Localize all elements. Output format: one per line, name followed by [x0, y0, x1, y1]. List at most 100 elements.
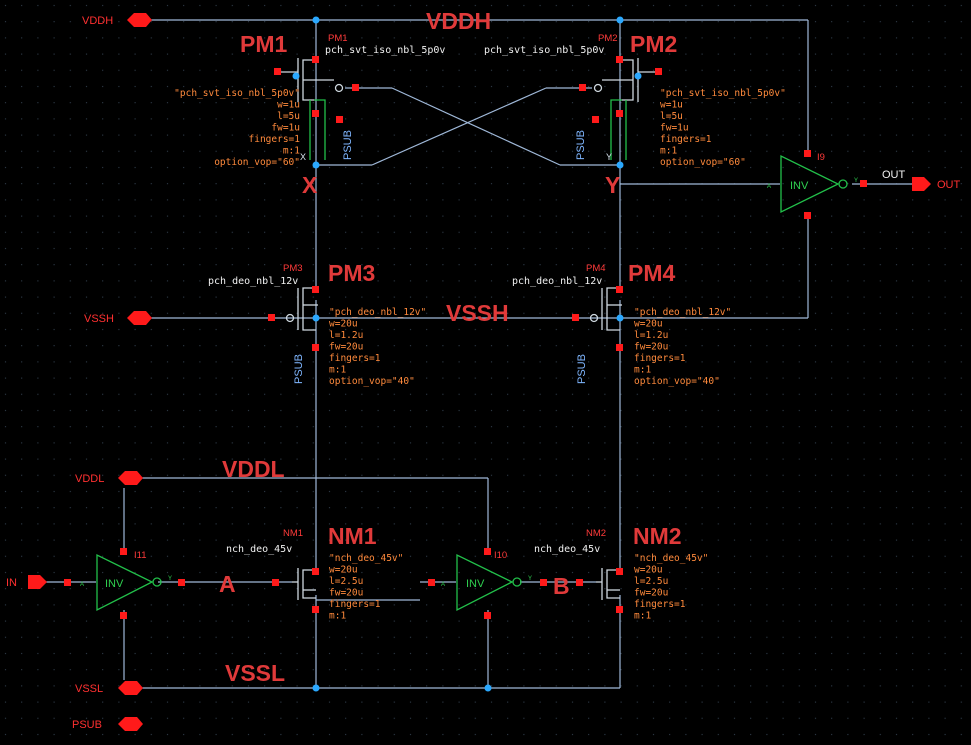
- pm2-inst: PM2: [598, 33, 618, 44]
- pm4-param: fingers=1: [634, 353, 686, 364]
- nm1-param: "nch_deo_45v": [329, 553, 403, 564]
- pm3-inst: PM3: [283, 263, 303, 274]
- i9-inst: I9: [817, 152, 825, 163]
- net-vssl-label: VSSL: [225, 660, 285, 686]
- nm1-param: fingers=1: [329, 599, 381, 610]
- net-b-label: B: [553, 573, 570, 599]
- i9-pin-y: Y: [854, 178, 858, 184]
- pm2-param: "pch_svt_iso_nbl_5p0v": [660, 88, 786, 99]
- net-y-label: Y: [605, 172, 620, 198]
- pm2-node-label: Y: [606, 152, 612, 162]
- i11-pin-y: Y: [168, 576, 172, 582]
- pm4-param: "pch_deo_nbl_12v": [634, 307, 731, 318]
- pm1-big-label: PM1: [240, 31, 288, 57]
- pm4-bulk-label: PSUB: [576, 354, 588, 384]
- pm4-param: m:1: [634, 365, 651, 376]
- nm2-big-label: NM2: [633, 523, 682, 549]
- nm2-param: fw=20u: [634, 588, 668, 599]
- pm4-symbol[interactable]: [589, 287, 623, 331]
- nm1-inst: NM1: [283, 528, 303, 539]
- inverter-i11[interactable]: INV A Y: [80, 553, 172, 612]
- pm2-param: w=1u: [660, 100, 683, 111]
- net-vddh-label: VDDH: [426, 8, 491, 34]
- pm3-bulk-label: PSUB: [293, 354, 305, 384]
- out-wire-label: OUT: [882, 169, 906, 181]
- pm3-type: pch_deo_nbl_12v: [208, 276, 298, 287]
- pm2-param: m:1: [660, 146, 677, 157]
- pm2-params: "pch_svt_iso_nbl_5p0v"w=1ul=5ufw=1ufinge…: [660, 88, 786, 168]
- i10-label: INV: [466, 578, 485, 590]
- nm1-symbol[interactable]: [292, 568, 316, 600]
- pm3-param: option_vop="40": [329, 376, 415, 387]
- pm3-big-label: PM3: [328, 260, 375, 286]
- nm2-params: "nch_deo_45v"w=20ul=2.5ufw=20ufingers=1m…: [634, 553, 708, 622]
- pin-vssl-label: VSSL: [75, 683, 103, 695]
- i9-label: INV: [790, 180, 809, 192]
- nm2-param: fingers=1: [634, 599, 686, 610]
- inverter-i10[interactable]: INV A Y: [441, 553, 532, 612]
- pm1-type: pch_svt_iso_nbl_5p0v: [325, 45, 445, 56]
- nm2-param: w=20u: [634, 565, 663, 576]
- nm2-symbol[interactable]: [596, 568, 620, 600]
- nm2-inst: NM2: [586, 528, 606, 539]
- i11-pin-a: A: [80, 582, 84, 588]
- pm1-param: w=1u: [277, 100, 300, 111]
- pm4-type: pch_deo_nbl_12v: [512, 276, 602, 287]
- pm3-param: "pch_deo_nbl_12v": [329, 307, 426, 318]
- pm1-param: l=5u: [277, 111, 300, 122]
- pm4-big-label: PM4: [628, 260, 676, 286]
- i11-label: INV: [105, 578, 124, 590]
- nm1-param: l=2.5u: [329, 576, 363, 587]
- pm3-params: "pch_deo_nbl_12v"w=20ul=1.2ufw=20ufinger…: [329, 307, 426, 387]
- pm4-param: l=1.2u: [634, 330, 668, 341]
- nm1-params: "nch_deo_45v"w=20ul=2.5ufw=20ufingers=1m…: [329, 553, 403, 622]
- pm1-param: fingers=1: [249, 134, 301, 145]
- nm1-param: w=20u: [329, 565, 358, 576]
- net-a-label: A: [219, 571, 236, 597]
- pin-out-label: OUT: [937, 179, 961, 191]
- nm2-param: "nch_deo_45v": [634, 553, 708, 564]
- nm2-param: m:1: [634, 611, 651, 622]
- pm4-inst: PM4: [586, 263, 606, 274]
- pin-vddh-label: VDDH: [82, 15, 113, 27]
- pm1-node-label: X: [300, 152, 306, 162]
- net-x-label: X: [302, 172, 318, 198]
- pm3-param: w=20u: [329, 319, 358, 330]
- pm1-bulk-label: PSUB: [342, 130, 354, 160]
- pin-psub-label: PSUB: [72, 719, 102, 731]
- junction-dots: [292, 16, 642, 692]
- pm1-symbol[interactable]: [278, 58, 344, 160]
- pm2-param: fw=1u: [660, 123, 689, 134]
- i10-pin-a: A: [441, 582, 445, 588]
- pm4-params: "pch_deo_nbl_12v"w=20ul=1.2ufw=20ufinger…: [634, 307, 731, 387]
- net-vddl-label: VDDL: [222, 456, 285, 482]
- nm1-type: nch_deo_45v: [226, 544, 292, 555]
- pin-vssh-label: VSSH: [84, 313, 114, 325]
- pm2-type: pch_svt_iso_nbl_5p0v: [484, 45, 604, 56]
- i11-inst: I11: [134, 550, 147, 561]
- pm1-param: "pch_svt_iso_nbl_5p0v": [174, 88, 300, 99]
- pm4-param: option_vop="40": [634, 376, 720, 387]
- pm2-bulk-label: PSUB: [575, 130, 587, 160]
- pm1-params: "pch_svt_iso_nbl_5p0v"w=1ul=5ufw=1ufinge…: [174, 88, 300, 168]
- pm3-symbol[interactable]: [285, 287, 319, 331]
- pm1-param: fw=1u: [271, 123, 300, 134]
- pm4-param: w=20u: [634, 319, 663, 330]
- pm2-symbol[interactable]: [593, 58, 659, 160]
- nm1-param: fw=20u: [329, 588, 363, 599]
- pin-vddl-label: VDDL: [75, 473, 104, 485]
- nm2-param: l=2.5u: [634, 576, 668, 587]
- nm1-param: m:1: [329, 611, 346, 622]
- pm2-param: l=5u: [660, 111, 683, 122]
- pm3-param: m:1: [329, 365, 346, 376]
- pm3-param: l=1.2u: [329, 330, 363, 341]
- pin-markers: [64, 56, 867, 619]
- pm2-big-label: PM2: [630, 31, 677, 57]
- pm1-inst: PM1: [328, 33, 348, 44]
- pm1-param: option_vop="60": [214, 157, 300, 168]
- nm2-type: nch_deo_45v: [534, 544, 600, 555]
- pin-in-label: IN: [6, 577, 17, 589]
- inverter-i9[interactable]: INV A Y: [767, 154, 858, 214]
